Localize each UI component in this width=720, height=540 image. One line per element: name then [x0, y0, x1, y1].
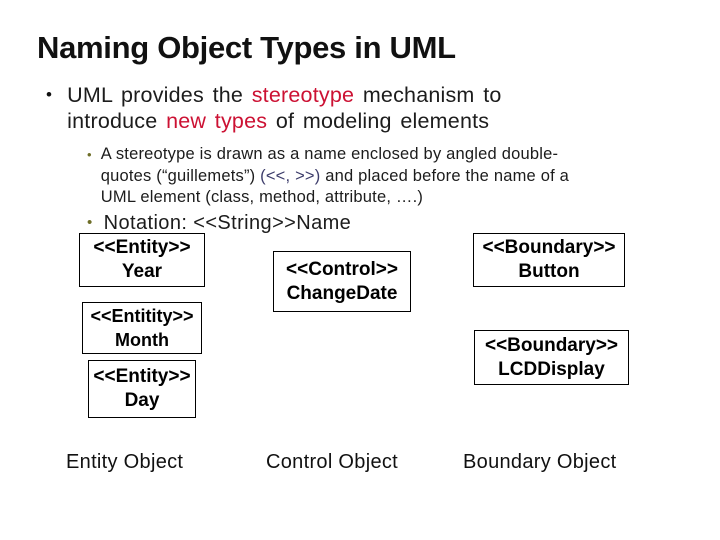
text-segment-highlight: new types	[166, 109, 268, 133]
text-segment-highlight: stereotype	[251, 83, 355, 107]
sub-bullet-stereotype-definition: • A stereotype is drawn as a name enclos…	[87, 144, 687, 209]
class-name: LCDDisplay	[498, 358, 605, 380]
bullet-notation: • Notation: <<String>>Name	[87, 211, 351, 235]
bullet-line-2: introduce new types of modeling elements	[67, 108, 501, 134]
uml-box-control-changedate: <<Control>> ChangeDate	[273, 251, 411, 312]
class-name: Month	[115, 330, 169, 350]
uml-box-entity-day: <<Entity>> Day	[88, 360, 196, 418]
stereotype-label: <<Entity>>	[93, 366, 191, 387]
text-segment: and placed before the name of a	[320, 166, 570, 185]
uml-box-boundary-button: <<Boundary>> Button	[473, 233, 625, 287]
uml-box-boundary-lcddisplay: <<Boundary>> LCDDisplay	[474, 330, 629, 385]
class-name: ChangeDate	[286, 282, 398, 304]
class-name: Button	[518, 261, 580, 282]
stereotype-label: <<Control>>	[286, 258, 398, 280]
class-name: Day	[124, 390, 160, 411]
category-label-boundary: Boundary Object	[463, 451, 617, 473]
sub-bullet-text: A stereotype is drawn as a name enclosed…	[101, 144, 569, 209]
text-segment: quotes (“guillemets”)	[100, 166, 261, 185]
sub-bullet-line-3: UML element (class, method, attribute, ……	[100, 188, 424, 206]
page-title: Naming Object Types in UML	[37, 30, 456, 65]
guillemets-segment: (<<, >>)	[260, 166, 321, 185]
stereotype-label: <<Boundary>>	[482, 237, 616, 258]
uml-box-entity-year: <<Entity>> Year	[79, 233, 205, 287]
bullet-icon: •	[46, 85, 53, 104]
sub-bullet-line-2: quotes (“guillemets”) (<<, >>) and place…	[101, 166, 569, 188]
sub-bullet-icon: •	[87, 147, 92, 162]
category-label-control: Control Object	[266, 451, 399, 473]
text-segment: UML provides the	[67, 83, 252, 107]
category-label-entity: Entity Object	[66, 451, 184, 473]
text-segment: mechanism to	[354, 83, 502, 107]
bullet-line-1: UML provides the stereotype mechanism to	[67, 82, 501, 108]
stereotype-label: <<Boundary>>	[484, 334, 619, 356]
class-name: Year	[121, 261, 163, 282]
notation-text: Notation: <<String>>Name	[103, 212, 352, 234]
bullet-text: UML provides the stereotype mechanism to…	[67, 82, 501, 134]
bullet-stereotype-mechanism: • UML provides the stereotype mechanism …	[46, 82, 646, 134]
text-segment: introduce	[67, 109, 167, 133]
stereotype-label: <<Entitity>>	[90, 306, 194, 326]
sub-bullet-line-1: A stereotype is drawn as a name enclosed…	[100, 145, 559, 163]
stereotype-label: <<Entity>>	[93, 237, 191, 258]
text-segment: of modeling elements	[267, 109, 490, 133]
uml-box-entity-month: <<Entitity>> Month	[82, 302, 202, 354]
sub-bullet-icon: •	[87, 214, 93, 231]
